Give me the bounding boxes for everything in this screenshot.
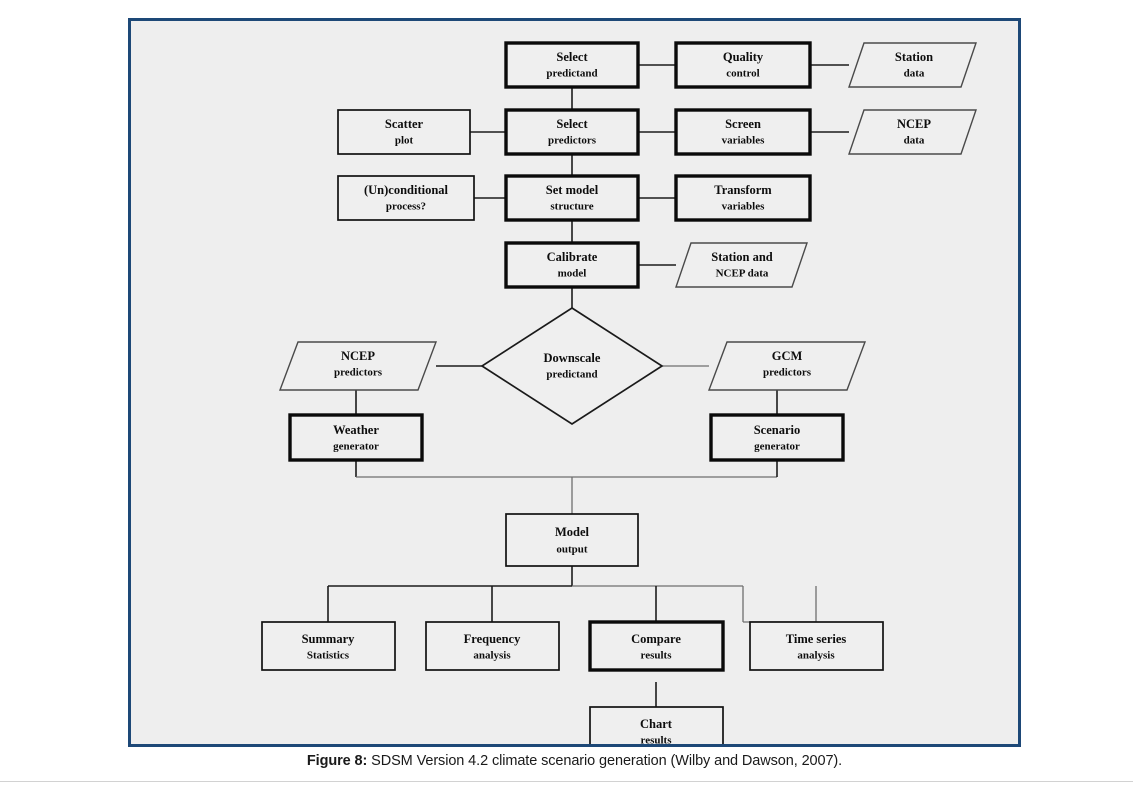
node-screen-variables-line2: variables — [722, 135, 765, 147]
node-frequency-analysis-line1: Frequency — [464, 632, 521, 646]
node-summary-statistics-line1: Summary — [302, 632, 356, 646]
node-calibrate-model-line2: model — [558, 268, 587, 280]
node-screen-variables-line1: Screen — [725, 117, 761, 131]
node-select-predictand[interactable]: Select predictand — [504, 41, 640, 89]
node-gcm-predictors[interactable]: GCM predictors — [707, 341, 867, 391]
node-compare-results-line2: results — [641, 650, 673, 662]
node-calibrate-model-line1: Calibrate — [547, 250, 598, 264]
node-scenario-generator-line1: Scenario — [754, 423, 801, 437]
node-downscale-predictand[interactable]: Downscale predictand — [480, 306, 664, 426]
node-frequency-analysis[interactable]: Frequency analysis — [425, 621, 560, 671]
node-gcm-predictors-line2: predictors — [763, 367, 812, 379]
node-unconditional-process[interactable]: (Un)conditional process? — [337, 175, 475, 221]
node-summary-statistics[interactable]: Summary Statistics — [261, 621, 396, 671]
node-select-predictors-line2: predictors — [548, 135, 597, 147]
figure-caption-text: SDSM Version 4.2 climate scenario genera… — [367, 753, 843, 769]
node-station-and-ncep-data-line2: NCEP data — [716, 268, 769, 280]
node-model-output-line1: Model — [555, 525, 590, 539]
node-unconditional-process-line1: (Un)conditional — [364, 183, 449, 197]
node-scenario-generator-line2: generator — [754, 441, 800, 453]
node-weather-generator-line1: Weather — [333, 423, 379, 437]
node-station-and-ncep-data-line1: Station and — [711, 250, 773, 264]
node-transform-variables[interactable]: Transform variables — [674, 174, 812, 222]
node-frequency-analysis-line2: analysis — [473, 650, 511, 662]
node-set-model-structure[interactable]: Set model structure — [504, 174, 640, 222]
node-select-predictors-line1: Select — [556, 117, 588, 131]
node-quality-control[interactable]: Quality control — [674, 41, 812, 89]
node-time-series-analysis-line2: analysis — [797, 650, 835, 662]
node-summary-statistics-line2: Statistics — [307, 650, 350, 662]
node-scatter-plot[interactable]: Scatter plot — [337, 109, 471, 155]
figure-caption: Figure 8: SDSM Version 4.2 climate scena… — [128, 753, 1021, 769]
node-weather-generator[interactable]: Weather generator — [288, 413, 424, 462]
node-gcm-predictors-line1: GCM — [772, 349, 803, 363]
node-ncep-predictors-line2: predictors — [334, 367, 383, 379]
node-compare-results-line1: Compare — [631, 632, 681, 646]
node-time-series-analysis-line1: Time series — [786, 632, 847, 646]
node-station-and-ncep-data[interactable]: Station and NCEP data — [675, 242, 808, 288]
node-downscale-predictand-line2: predictand — [546, 369, 597, 381]
node-set-model-structure-line2: structure — [550, 201, 593, 213]
node-transform-variables-line1: Transform — [714, 183, 772, 197]
node-chart-results-line1: Chart — [640, 717, 673, 731]
node-downscale-predictand-line1: Downscale — [544, 351, 601, 365]
node-select-predictors[interactable]: Select predictors — [504, 108, 640, 156]
node-set-model-structure-line1: Set model — [546, 183, 599, 197]
node-quality-control-line1: Quality — [723, 50, 764, 64]
node-scatter-plot-line1: Scatter — [385, 117, 424, 131]
flowchart-canvas: Select predictand Quality control Statio… — [261, 41, 977, 744]
node-model-output[interactable]: Model output — [505, 513, 639, 567]
node-select-predictand-line2: predictand — [546, 68, 597, 80]
node-compare-results[interactable]: Compare results — [588, 620, 725, 672]
figure-caption-label: Figure 8: — [306, 753, 368, 769]
node-transform-variables-line2: variables — [722, 201, 765, 213]
node-ncep-predictors[interactable]: NCEP predictors — [278, 341, 438, 391]
node-ncep-data[interactable]: NCEP data — [848, 109, 977, 155]
caption-divider — [0, 781, 1133, 782]
node-ncep-data-line2: data — [904, 135, 925, 147]
node-station-data-line2: data — [904, 68, 925, 80]
node-chart-results[interactable]: Chart results — [589, 706, 724, 744]
figure-frame: Select predictand Quality control Statio… — [128, 18, 1021, 747]
node-unconditional-process-line2: process? — [386, 201, 426, 213]
node-screen-variables[interactable]: Screen variables — [674, 108, 812, 156]
node-quality-control-line2: control — [726, 68, 759, 80]
node-weather-generator-line2: generator — [333, 441, 379, 453]
node-select-predictand-line1: Select — [556, 50, 588, 64]
node-ncep-predictors-line1: NCEP — [341, 349, 375, 363]
node-model-output-line2: output — [556, 544, 588, 556]
node-chart-results-line2: results — [641, 735, 673, 744]
connector-layer — [327, 64, 849, 707]
node-station-data[interactable]: Station data — [848, 42, 977, 88]
node-time-series-analysis[interactable]: Time series analysis — [749, 621, 884, 671]
node-scatter-plot-line2: plot — [395, 135, 414, 147]
node-calibrate-model[interactable]: Calibrate model — [504, 241, 640, 289]
node-station-data-line1: Station — [895, 50, 933, 64]
node-scenario-generator[interactable]: Scenario generator — [709, 413, 845, 462]
node-ncep-data-line1: NCEP — [897, 117, 931, 131]
